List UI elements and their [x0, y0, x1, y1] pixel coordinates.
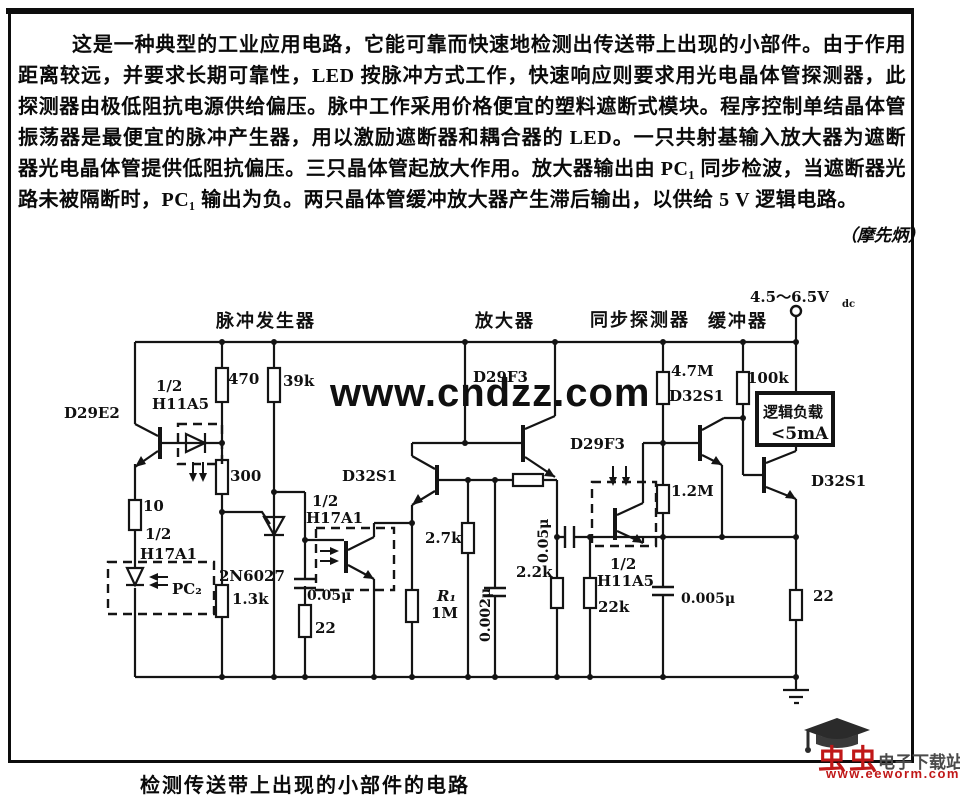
logic-load-box: [755, 391, 835, 447]
label-resistor-2k7: 2.7k: [425, 529, 462, 547]
label-resistor-22k: 22k: [598, 598, 630, 616]
label-opto2-h17a1: H17A1: [140, 545, 197, 563]
page-border-left: [8, 8, 11, 763]
supply-terminal: [789, 304, 803, 318]
label-transistor-d29e2: D29E2: [64, 404, 120, 422]
label-resistor-1m2: 1.2M: [671, 482, 714, 500]
graduation-cap-icon: [804, 718, 870, 753]
label-transistor-d32s1-b: D32S1: [669, 387, 724, 405]
label-transistor-d29f3-b: D29F3: [570, 435, 625, 453]
label-opto3-half: 1/2: [312, 492, 338, 510]
label-resistor-1k3: 1.3k: [232, 590, 269, 608]
logo-site-text: 电子下载站: [878, 753, 960, 772]
page-border-top: [6, 8, 914, 14]
label-opto1-half: 1/2: [156, 377, 182, 395]
label-opto4-half: 1/2: [610, 555, 636, 573]
label-resistor-10: 10: [143, 497, 164, 515]
label-resistor-100k: 100k: [747, 369, 789, 387]
label-cap-0005: 0.005μ: [681, 591, 735, 607]
site-logo: 虫虫 电子下载站 www.eeworm.com: [790, 700, 960, 782]
label-cap-0002: 0.002μ: [478, 588, 494, 642]
label-transistor-d32s1-a: D32S1: [342, 467, 397, 485]
section-label-amplifier: 放大器: [474, 310, 535, 332]
resistor-symbols: [127, 366, 804, 639]
label-opto3-h17a1: H17A1: [306, 509, 363, 527]
logo-url-text: www.eeworm.com: [826, 766, 960, 781]
section-label-buffer: 缓冲器: [708, 310, 768, 332]
diode-symbols: [125, 432, 286, 588]
page-border-right: [911, 8, 914, 763]
label-resistor-4m7: 4.7M: [671, 362, 714, 380]
label-cap-005-mid: 0.05μ: [536, 519, 552, 563]
logic-load-line2: <5mA: [771, 424, 829, 444]
junction-dots: [219, 339, 799, 680]
logo-brand-text: 虫虫: [818, 744, 881, 775]
supply-voltage-subscript: dc: [842, 299, 855, 310]
label-transistor-d29f3-a: D29F3: [473, 368, 528, 386]
label-resistor-39k: 39k: [283, 372, 315, 390]
capacitor-symbols: [293, 526, 675, 598]
emitter-arrows: [135, 456, 796, 579]
label-resistor-22-right: 22: [813, 587, 834, 605]
label-opto1-h11a5: H11A5: [152, 395, 209, 413]
label-resistor-300: 300: [230, 467, 261, 485]
label-pc2: PC₂: [172, 580, 202, 598]
supply-voltage-label: 4.5～6.5V: [750, 288, 829, 306]
author-attribution: （摩先炳）: [840, 226, 925, 245]
transistor-symbols: [158, 425, 766, 573]
label-resistor-22-left: 22: [315, 619, 336, 637]
label-resistor-2k2: 2.2k: [516, 563, 553, 581]
logic-load-line1: 逻辑负载: [763, 403, 823, 421]
label-opto2-half: 1/2: [145, 525, 171, 543]
section-label-sync-detector: 同步探测器: [590, 309, 690, 331]
watermark-text: www.cndzz.com: [329, 371, 650, 415]
light-arrows: [149, 462, 630, 589]
label-r1-name: R₁: [436, 587, 456, 605]
page-border-bottom: [8, 760, 914, 763]
label-transistor-d32s1-c: D32S1: [811, 472, 866, 490]
label-cap-005-left: 0.05μ: [307, 588, 351, 604]
label-resistor-470: 470: [228, 370, 259, 388]
intro-paragraph: 这是一种典型的工业应用电路，它能可靠而快速地检测出传送带上出现的小部件。由于作用…: [18, 34, 906, 211]
label-r1-value: 1M: [431, 604, 458, 622]
circuit-diagram: www.cndzz.com: [64, 288, 866, 705]
section-label-pulse-generator: 脉冲发生器: [215, 310, 316, 332]
label-opto4-h11a5: H11A5: [597, 572, 654, 590]
label-put-2n6027: 2N6027: [219, 567, 285, 585]
